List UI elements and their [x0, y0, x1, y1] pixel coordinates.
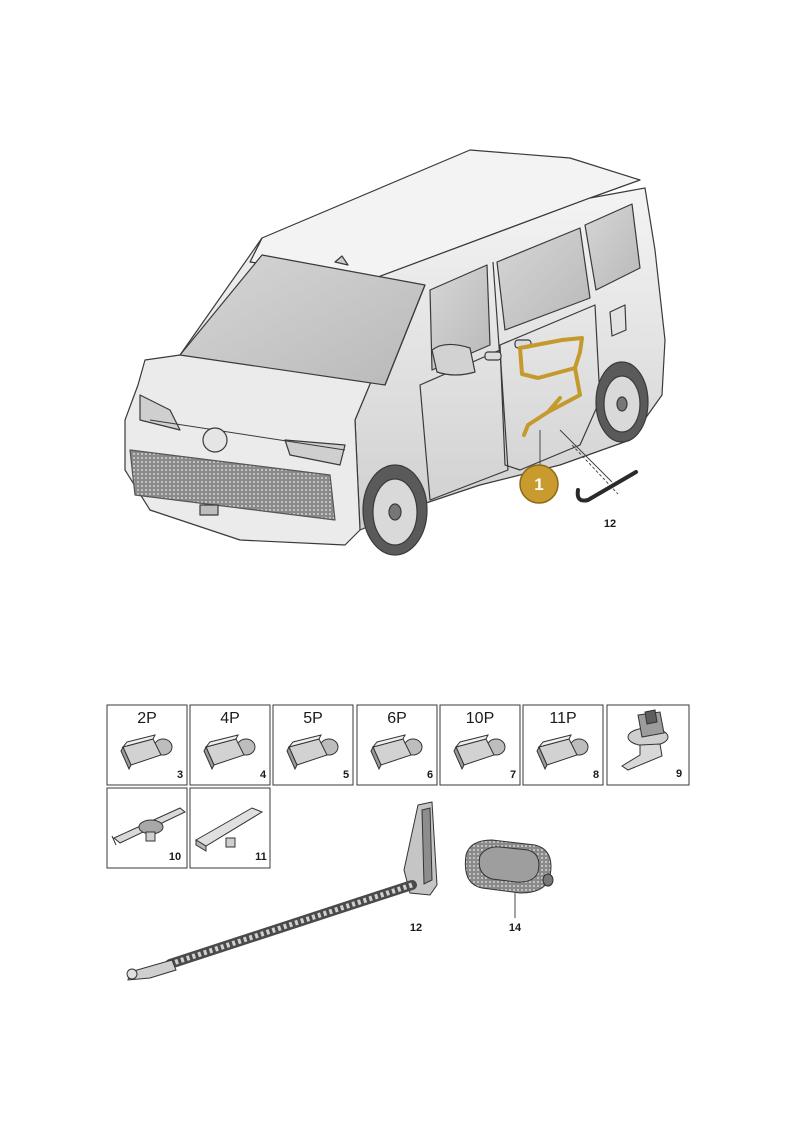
flat-retainer-clip-icon: [195, 807, 264, 852]
connector-11p-icon: [536, 734, 589, 771]
connector-grid: [106, 704, 690, 869]
part-number: 3: [177, 769, 183, 781]
pin-count-label: 11P: [549, 710, 576, 727]
part-number: 14: [509, 922, 522, 934]
part-number: 7: [510, 769, 516, 781]
connector-part-6[interactable]: 6P 6: [370, 710, 433, 781]
connector-6p-icon: [370, 734, 423, 771]
part-number: 6: [427, 769, 433, 781]
part-number: 8: [593, 769, 599, 781]
clip-part-9[interactable]: 9: [621, 709, 682, 780]
van-illustration: [124, 149, 666, 556]
pin-count-label: 5P: [303, 710, 323, 727]
connector-part-7[interactable]: 10P 7: [453, 710, 516, 781]
callout-part-1[interactable]: 1: [519, 464, 559, 504]
part-number: 4: [260, 769, 267, 781]
connector-part-4[interactable]: 4P 4: [203, 710, 267, 781]
connector-part-5[interactable]: 5P 5: [286, 710, 349, 781]
connector-2p-icon: [120, 734, 173, 771]
cover-cap-part-14[interactable]: 14: [464, 839, 554, 934]
guide-rail-part-12[interactable]: 12: [126, 801, 438, 981]
pin-count-label: 4P: [220, 710, 240, 727]
pin-count-label: 2P: [137, 710, 157, 727]
part-number: 12: [410, 922, 422, 934]
pin-count-label: 6P: [387, 710, 407, 727]
grommet-clip-icon: [621, 709, 669, 771]
clip-part-10[interactable]: 10: [111, 807, 186, 863]
door-wiring-harness: [518, 336, 584, 437]
cover-cap-icon: [464, 839, 554, 894]
clip-part-11[interactable]: 11: [195, 807, 267, 863]
callout-number: 1: [534, 475, 543, 494]
connector-cells: 2P 3 4P 4 5P 5 6P 6 10P 7 11P 8: [120, 710, 599, 781]
connector-4p-icon: [203, 734, 256, 771]
rod-label: 12: [604, 518, 616, 530]
part-number: 11: [255, 851, 267, 863]
pin-count-label: 10P: [466, 710, 494, 727]
connector-part-3[interactable]: 2P 3: [120, 710, 183, 781]
connector-part-8[interactable]: 11P 8: [536, 710, 599, 781]
part-number: 9: [676, 768, 682, 780]
connector-5p-icon: [286, 734, 339, 771]
connector-10p-icon: [453, 734, 506, 771]
part-number: 10: [169, 851, 181, 863]
cable-tie-clip-icon: [111, 807, 186, 846]
wire-guide-rail-icon: [126, 801, 438, 981]
rod-part-12[interactable]: 12: [575, 470, 638, 530]
part-number: 5: [343, 769, 349, 781]
